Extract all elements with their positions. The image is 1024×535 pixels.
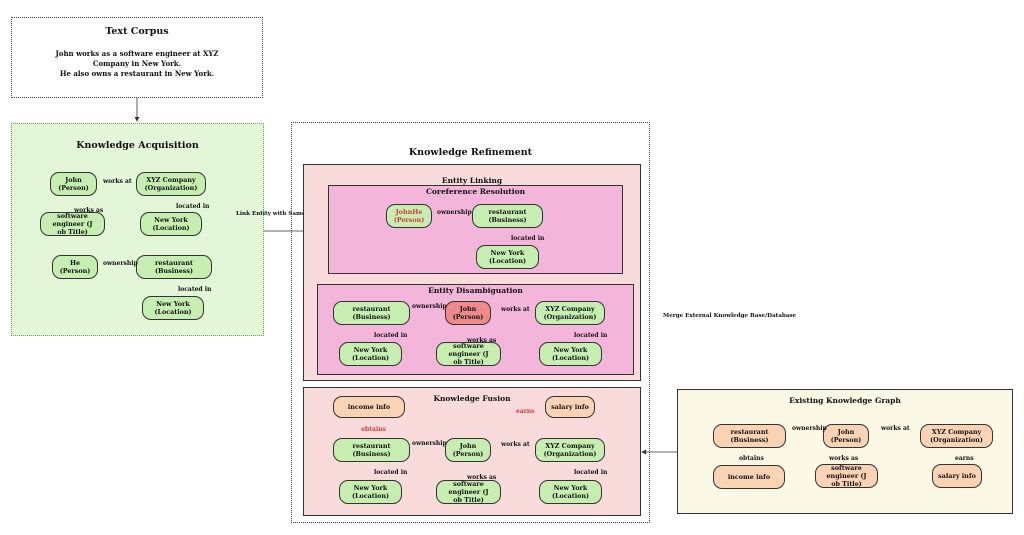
disamb-edge-located-in-1: located in: [374, 332, 408, 339]
fusion-edge-located-in-1: located in: [374, 469, 408, 476]
refinement-title: Knowledge Refinement: [408, 147, 533, 158]
acq-edge-works-at: works at: [103, 178, 132, 185]
coref-edge-ownership: ownership: [437, 209, 472, 216]
acq-node-john: John(Person): [50, 172, 97, 196]
fusion-node-income-info: income info: [333, 396, 405, 418]
fusion-edge-located-in-2: located in: [574, 469, 608, 476]
text-corpus-title: Text Corpus: [105, 26, 169, 37]
entity-linking-title: Entity Linking: [441, 176, 503, 185]
fusion-node-john: John(Person): [445, 438, 491, 462]
acq-edge-works-as: works as: [74, 207, 104, 214]
existing-edge-works-at: works at: [881, 425, 910, 432]
disamb-edge-ownership: ownership: [412, 303, 447, 310]
acq-edge-located-in-2: located in: [178, 286, 212, 293]
disamb-edge-located-in-2: located in: [574, 332, 608, 339]
disamb-edge-works-as: works as: [467, 337, 497, 344]
acq-edge-located-in-1: located in: [176, 203, 210, 210]
fusion-title: Knowledge Fusion: [433, 394, 511, 403]
existing-node-income-info: income info: [713, 465, 785, 489]
acquisition-title: Knowledge Acquisition: [76, 140, 199, 151]
corpus-line-2: Company in New York.: [92, 59, 182, 68]
coref-node-johnhe: JohnHe(Person): [386, 204, 432, 228]
disamb-node-new-york-2: New York(Location): [539, 342, 602, 366]
disamb-node-new-york-1: New York(Location): [339, 342, 402, 366]
fusion-node-xyz: XYZ Company(Organization): [535, 438, 605, 462]
coref-edge-located-in: located in: [511, 235, 545, 242]
acq-node-new-york-1: New York(Location): [140, 212, 202, 236]
acq-node-xyz: XYZ Company(Organization): [136, 172, 206, 196]
acq-node-new-york-2: New York(Location): [142, 296, 204, 320]
existing-node-restaurant: restaurant(Business): [713, 424, 786, 448]
disambiguation-title: Entity Disambiguation: [428, 286, 523, 295]
fusion-node-salary-info: salary info: [545, 396, 595, 418]
acq-node-restaurant: restaurant(Business): [136, 255, 212, 279]
existing-edge-works-as: works as: [829, 455, 859, 462]
fusion-edge-earns: earns: [516, 408, 535, 415]
existing-title: Existing Knowledge Graph: [789, 396, 901, 405]
link-entity-label: Link Entity with Same Name: [236, 211, 326, 217]
fusion-edge-obtains: obtains: [361, 426, 386, 433]
knowledge-refinement-box: Knowledge Refinement: [291, 122, 650, 523]
fusion-edge-works-at: works at: [501, 441, 530, 448]
text-corpus-box: Text Corpus John works as a software eng…: [11, 17, 263, 98]
existing-node-salary-info: salary info: [932, 464, 982, 488]
fusion-node-new-york-1: New York(Location): [339, 480, 402, 504]
coreference-box: Coreference Resolution: [328, 185, 623, 274]
existing-knowledge-graph-box: Existing Knowledge Graph: [677, 389, 1013, 514]
corpus-line-1: John works as a software engineer at XYZ: [55, 49, 219, 58]
existing-node-john: John(Person): [823, 424, 869, 448]
acq-node-he: He(Person): [52, 255, 98, 279]
disamb-edge-works-at: works at: [501, 306, 530, 313]
acq-edge-ownership: ownership: [103, 260, 138, 267]
coref-node-restaurant: restaurant(Business): [472, 204, 543, 228]
existing-edge-earns: earns: [955, 455, 974, 462]
fusion-node-restaurant: restaurant(Business): [333, 438, 410, 462]
existing-edge-obtains: obtains: [739, 455, 764, 462]
merge-external-label: Merge External Knowledge Base/Database: [663, 313, 797, 319]
existing-node-xyz: XYZ Company(Organization): [920, 424, 993, 448]
fusion-node-new-york-2: New York(Location): [539, 480, 602, 504]
existing-edge-ownership: ownership: [792, 425, 827, 432]
disamb-node-john: John(Person): [445, 301, 491, 325]
coref-node-new-york: New York(Location): [476, 245, 539, 269]
corpus-line-3: He also owns a restaurant in New York.: [59, 69, 215, 78]
coreference-title: Coreference Resolution: [425, 187, 526, 196]
disamb-node-restaurant: restaurant(Business): [333, 301, 410, 325]
fusion-edge-works-as: works as: [467, 474, 497, 481]
fusion-edge-ownership: ownership: [412, 440, 447, 447]
disamb-node-xyz: XYZ Company(Organization): [535, 301, 605, 325]
